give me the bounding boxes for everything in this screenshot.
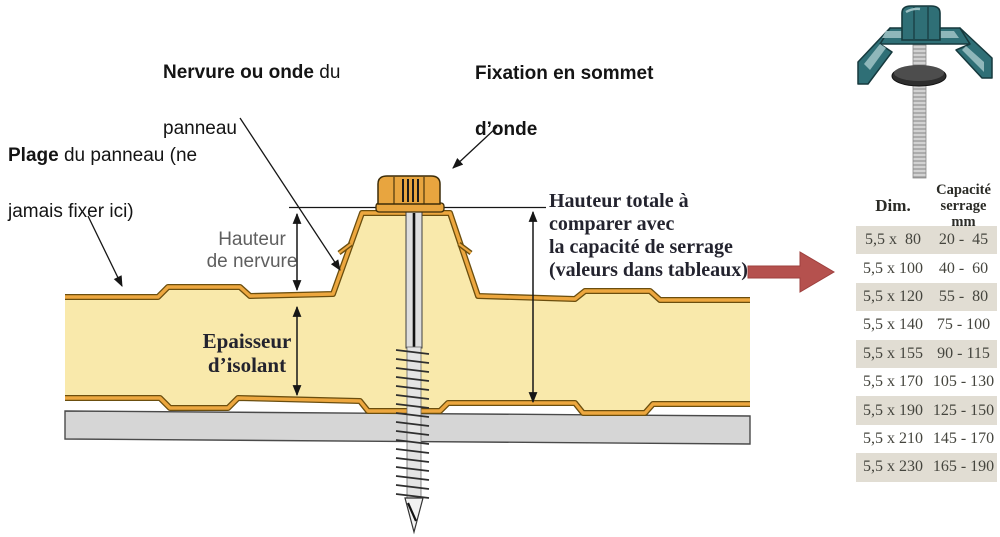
fixation-label: Fixation en sommet d’onde	[475, 60, 653, 144]
table-row: 5,5 x 170 105 - 130	[856, 368, 997, 396]
dim-cell: 5,5 x 80	[865, 231, 921, 249]
capacity-cell: 145 - 170	[932, 429, 995, 447]
screw	[375, 175, 445, 535]
red-arrow-icon	[747, 251, 835, 293]
fixation-label-line2: d’onde	[475, 119, 538, 140]
dim-cell: 5,5 x 170	[863, 373, 923, 391]
capacity-cell: 125 - 150	[932, 401, 995, 419]
capacity-cell: 165 - 190	[932, 458, 995, 476]
nervure-label-rest: du	[313, 62, 341, 83]
capacity-table-rows: 5,5 x 80 20 - 45 5,5 x 100 40 - 60 5,5 x 120…	[856, 226, 997, 482]
plage-label: Plage du panneau (ne jamais fixer ici)	[8, 142, 197, 226]
plage-label-line2: jamais fixer ici)	[8, 201, 134, 222]
table-row: 5,5 x 80 20 - 45	[856, 226, 997, 255]
nervure-label-line2: panneau	[163, 118, 237, 139]
dim-cell: 5,5 x 100	[863, 259, 923, 277]
plage-pointer-arrow	[87, 215, 123, 287]
table-row: 5,5 x 230 165 - 190	[856, 453, 997, 482]
panel-bottom-skin	[65, 395, 750, 416]
insulation-thickness-label: Epaisseur d’isolant	[202, 329, 292, 377]
clamp-hex-head	[901, 5, 941, 41]
table-row: 5,5 x 120 55 - 80	[856, 282, 997, 312]
fastener-clamp-photo	[857, 5, 993, 179]
capacity-cell: 40 - 60	[938, 259, 989, 277]
capacity-table-header: Dim. Capacité serrage mm	[856, 182, 997, 230]
dim-cell: 5,5 x 155	[863, 344, 923, 362]
table-row: 5,5 x 100 40 - 60	[856, 254, 997, 282]
plage-label-rest: du panneau (ne	[58, 145, 198, 166]
total-height-label: Hauteur totale à comparer avec la capaci…	[549, 190, 748, 281]
screw-threads	[395, 349, 430, 499]
dim-cell: 5,5 x 230	[863, 458, 923, 476]
capacity-table-header-capacity: Capacité serrage mm	[936, 182, 991, 230]
fixation-label-line1: Fixation en sommet	[475, 63, 654, 84]
table-row: 5,5 x 140 75 - 100	[856, 311, 997, 339]
capacity-table-header-dim: Dim.	[875, 196, 911, 215]
dim-cell: 5,5 x 140	[863, 316, 923, 334]
nervure-label-bold: Nervure ou onde	[163, 62, 314, 83]
fixation-pointer-arrow	[452, 126, 498, 169]
capacity-table: Dim. Capacité serrage mm 5,5 x 80 20 - 45…	[856, 182, 997, 482]
nervure-label: Nervure ou onde du panneau	[163, 59, 340, 143]
dim-cell: 5,5 x 120	[863, 287, 923, 305]
capacity-cell: 75 - 100	[936, 316, 991, 334]
table-row: 5,5 x 155 90 - 115	[856, 339, 997, 368]
table-row: 5,5 x 210 145 - 170	[856, 425, 997, 453]
plage-label-bold: Plage	[8, 145, 59, 166]
panel-section-diagram	[64, 117, 835, 535]
dim-cell: 5,5 x 190	[863, 401, 923, 419]
capacity-cell: 90 - 115	[937, 344, 990, 362]
rib-height-label: Hauteur de nervure	[206, 229, 298, 272]
capacity-cell: 55 - 80	[938, 287, 989, 305]
nervure-pointer-arrow	[239, 117, 341, 271]
table-row: 5,5 x 190 125 - 150	[856, 396, 997, 425]
capacity-cell: 20 - 45	[938, 231, 989, 249]
capacity-cell: 105 - 130	[932, 373, 995, 391]
dim-cell: 5,5 x 210	[863, 429, 923, 447]
